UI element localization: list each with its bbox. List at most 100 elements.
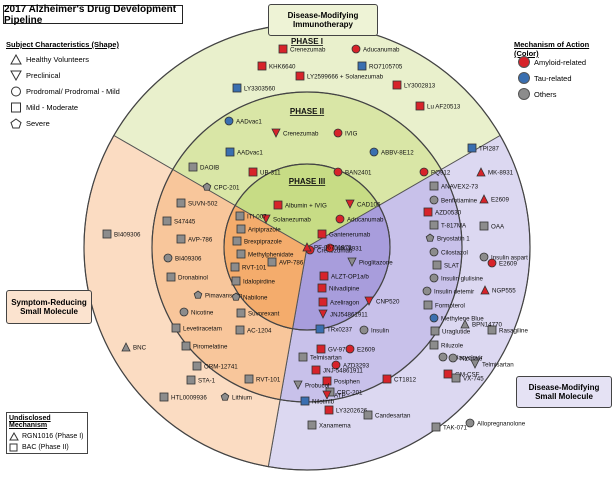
drug-marker-pentagon	[231, 292, 241, 301]
drug-marker-square	[181, 341, 191, 351]
drug-entry: ATP	[322, 390, 346, 400]
shape-legend-label: Prodromal/ Prodromal - Mild	[26, 87, 120, 96]
drug-entry: HTL0009936	[159, 392, 207, 402]
drug-label: CT1812	[394, 377, 417, 384]
drug-entry: CAD106	[345, 199, 381, 209]
drug-entry: LY3303560	[232, 83, 276, 93]
phase-label-p2: PHASE II	[290, 107, 324, 116]
drug-marker-square	[273, 200, 283, 210]
drug-marker-square	[311, 365, 321, 375]
drug-marker-circle	[429, 247, 439, 257]
drug-label: ALZT-OP1a/b	[331, 274, 369, 281]
drug-entry: MK-8931	[325, 243, 363, 253]
drug-label: S47445	[174, 219, 196, 226]
drug-label: AADvac1	[237, 150, 263, 157]
drug-entry: Nabilone	[231, 292, 268, 302]
drug-label: AVP-786	[188, 237, 213, 244]
drug-marker-square	[316, 344, 326, 354]
drug-label: Xanamema	[319, 423, 351, 430]
drug-entry: BI409306	[102, 229, 141, 239]
drug-label: ITI-007	[247, 214, 267, 221]
undisclosed-mechanism-box: Undisclosed Mechanism RGN1016 (Phase I) …	[6, 412, 88, 454]
drug-label: E2609	[499, 261, 517, 268]
drug-label: RVT-101	[256, 377, 281, 384]
drug-label: Insulin detemir	[434, 289, 474, 296]
drug-label: Gantenerumab	[329, 232, 371, 239]
drug-entry: BNC	[121, 342, 147, 352]
drug-entry: DAOIB	[188, 162, 219, 172]
drug-marker-circle	[325, 243, 335, 253]
drug-label: DAOIB	[200, 165, 219, 172]
drug-entry: Gantenerumab	[317, 229, 371, 239]
drug-label: Nilvadipine	[329, 286, 360, 293]
undisclosed-label: BAC (Phase II)	[22, 444, 69, 451]
shape-legend-label: Severe	[26, 119, 50, 128]
drug-entry: Methylene Blue	[429, 313, 484, 323]
drug-entry: Rasagiline	[487, 325, 528, 335]
drug-label: Idalopirdine	[243, 279, 276, 286]
drug-entry: T-817MA	[429, 220, 467, 230]
drug-entry: Solanezumab	[261, 214, 311, 224]
drug-label: CPC-201	[214, 185, 240, 192]
drug-entry: VX-745	[451, 373, 484, 383]
shape-legend-item: Mild - Moderate	[10, 102, 78, 113]
drug-entry: Suvorexant	[236, 308, 280, 318]
drug-label: Piromelatine	[193, 344, 228, 351]
drug-label: Bryostatin 1	[437, 236, 470, 243]
tau-swatch-icon	[518, 72, 530, 84]
drug-marker-square	[382, 374, 392, 384]
drug-label: Uraglutide	[442, 329, 471, 336]
drug-entry: Nilvadipine	[317, 283, 360, 293]
drug-entry: Formoterol	[423, 300, 465, 310]
drug-label: BPN14770	[472, 322, 502, 329]
drug-entry: AADvac1	[224, 116, 262, 126]
color-legend-label: Others	[534, 89, 557, 99]
drug-entry: Uraglutide	[430, 326, 471, 336]
drug-label: KHK6640	[269, 64, 296, 71]
drug-marker-square	[479, 221, 489, 231]
drug-label: STA-1	[198, 378, 216, 385]
drug-entry: PF-06751979	[302, 242, 352, 252]
drug-entry: JNJ54861911	[318, 309, 368, 319]
drug-marker-circle	[429, 313, 439, 323]
drug-label: PF-06751979	[314, 245, 352, 252]
drug-marker-pentagon	[425, 233, 435, 242]
circle-icon	[11, 86, 21, 97]
drug-label: Nilotinib	[312, 399, 335, 406]
drug-entry: Albumin + IVIG	[273, 200, 327, 210]
drug-marker-square	[192, 361, 202, 371]
drug-marker-triangle-down	[318, 309, 328, 319]
drug-entry: Pioglitazone	[347, 257, 393, 267]
drug-entry: BAN2401	[333, 167, 372, 177]
section-label-dm-small-molecule: Disease-Modifying Small Molecule	[516, 376, 612, 408]
drug-marker-circle	[369, 147, 379, 157]
drug-label: Lithium	[232, 395, 252, 402]
drug-label: TRx0237	[327, 327, 353, 334]
drug-marker-square	[162, 216, 172, 226]
drug-entry: Insulin aspart	[479, 252, 528, 262]
drug-label: Riluzole	[441, 343, 464, 350]
drug-label: LY3303560	[244, 86, 276, 93]
drug-entry: STA-1	[186, 375, 216, 385]
color-legend-label: Tau-related	[534, 73, 572, 83]
drug-label: UB-311	[260, 170, 281, 177]
drug-entry: Dronabinol	[166, 272, 208, 282]
drug-marker-square	[318, 297, 328, 307]
drug-label: Azeliragon	[330, 300, 360, 307]
drug-entry: Nilotinib	[300, 396, 335, 406]
drug-label: Nicotine	[191, 310, 214, 317]
drug-label: TAK-071	[443, 425, 468, 432]
drug-marker-circle	[465, 418, 475, 428]
diagram-title: 2017 Alzheimer's Drug Development Pipeli…	[3, 4, 183, 26]
drug-label: Insulin	[371, 328, 389, 335]
drug-entry: Azeliragon	[318, 297, 360, 307]
drug-marker-square	[230, 262, 240, 272]
drug-marker-square	[443, 369, 453, 379]
drug-label: CAD106	[357, 202, 381, 209]
drug-marker-square	[451, 373, 461, 383]
drug-entry: RVT-101	[230, 262, 267, 272]
drug-marker-triangle-up	[121, 342, 131, 352]
drug-entry: Valacyclovir	[438, 352, 483, 362]
